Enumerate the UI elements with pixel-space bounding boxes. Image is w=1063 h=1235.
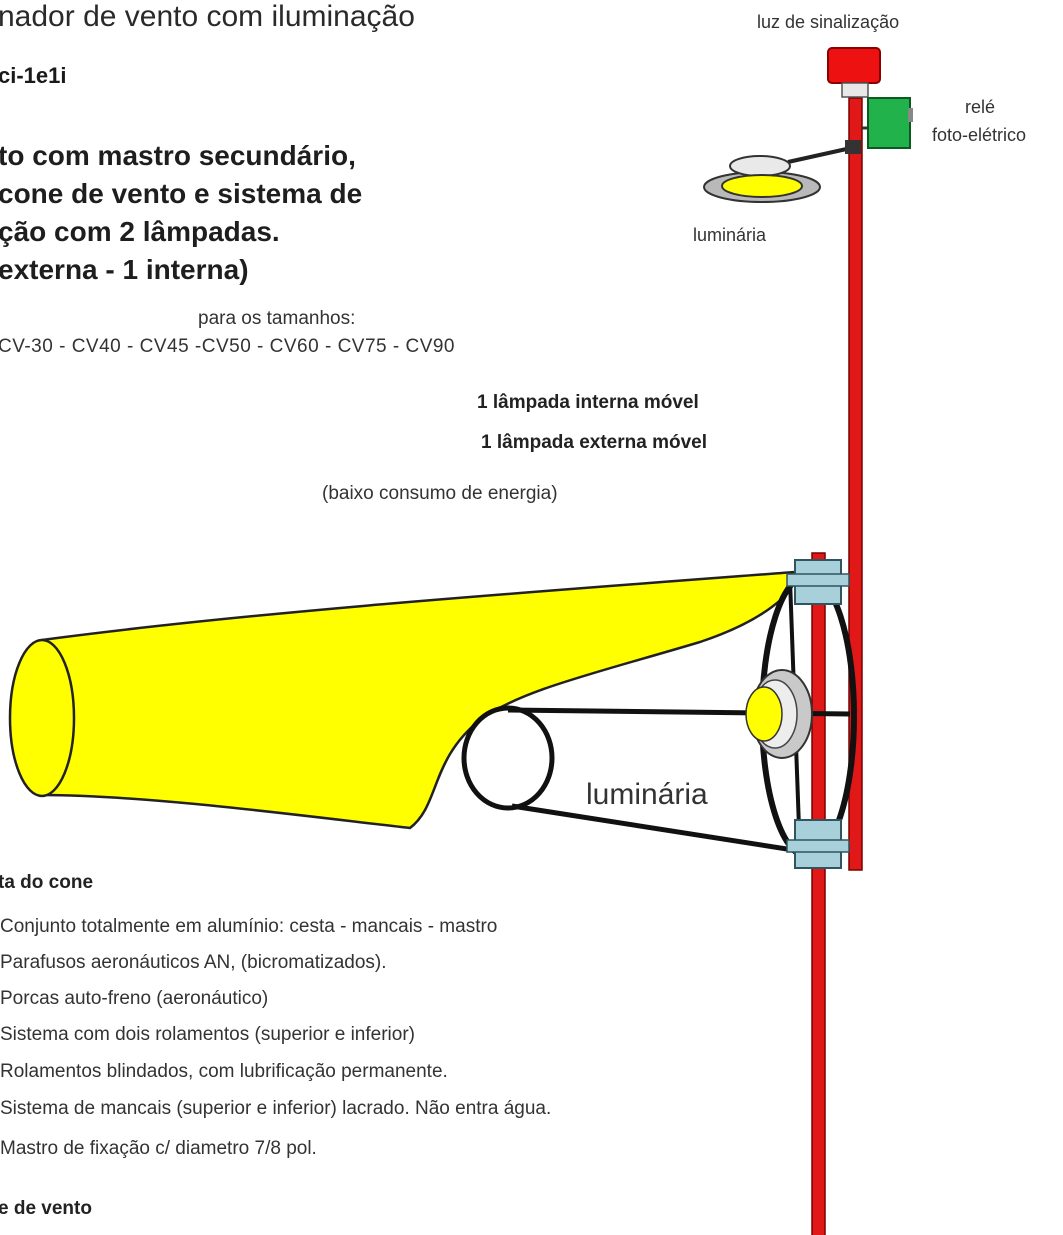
top-luminaire bbox=[703, 140, 861, 203]
feature-item: Mastro de fixação c/ diametro 7/8 pol. bbox=[0, 1138, 317, 1159]
internal-lamp-label: 1 lâmpada interna móvel bbox=[477, 392, 699, 413]
sizes-label: para os tamanhos: bbox=[198, 308, 356, 329]
relay-label-line1: relé bbox=[965, 97, 996, 117]
upper-bearing bbox=[786, 559, 850, 605]
feature-item: Sistema de mancais (superior e inferior)… bbox=[0, 1098, 552, 1119]
feature-item: Porcas auto-freno (aeronáutico) bbox=[0, 988, 269, 1009]
photo-relay bbox=[862, 97, 913, 149]
heading-line-4: externa - 1 interna) bbox=[0, 254, 249, 285]
interior-luminaire-label: luminária bbox=[586, 778, 708, 811]
signal-light bbox=[827, 47, 881, 98]
sizes-list: CV-30 - CV40 - CV45 -CV50 - CV60 - CV75 … bbox=[0, 336, 456, 357]
top-luminaire-label: luminária bbox=[693, 225, 767, 245]
feature-item: Conjunto totalmente em alumínio: cesta -… bbox=[0, 916, 498, 937]
feature-item: Parafusos aeronáuticos AN, (bicromatizad… bbox=[0, 952, 387, 973]
windsock-cone bbox=[8, 570, 797, 830]
external-lamp-label: 1 lâmpada externa móvel bbox=[481, 432, 707, 453]
feature-item: Rolamentos blindados, com lubrificação p… bbox=[0, 1061, 448, 1082]
low-power-note: (baixo consumo de energia) bbox=[322, 483, 558, 504]
lower-bearing bbox=[786, 819, 850, 869]
heading-line-2: cone de vento e sistema de bbox=[0, 178, 363, 209]
signal-light-label: luz de sinalização bbox=[757, 12, 900, 32]
interior-luminaire bbox=[745, 669, 813, 759]
feature-item: Sistema com dois rolamentos (superior e … bbox=[0, 1024, 415, 1045]
lower-mast bbox=[811, 552, 826, 1235]
section-heading-basket: ta do cone bbox=[0, 872, 94, 893]
section-heading-cone: e de vento bbox=[0, 1198, 92, 1219]
heading-line-3: ção com 2 lâmpadas. bbox=[0, 216, 280, 247]
heading-line-1: to com mastro secundário, bbox=[0, 140, 356, 171]
model-code: ci-1e1i bbox=[0, 63, 67, 88]
relay-label-line2: foto-elétrico bbox=[932, 125, 1027, 145]
page-title: nador de vento com iluminação bbox=[0, 0, 415, 33]
